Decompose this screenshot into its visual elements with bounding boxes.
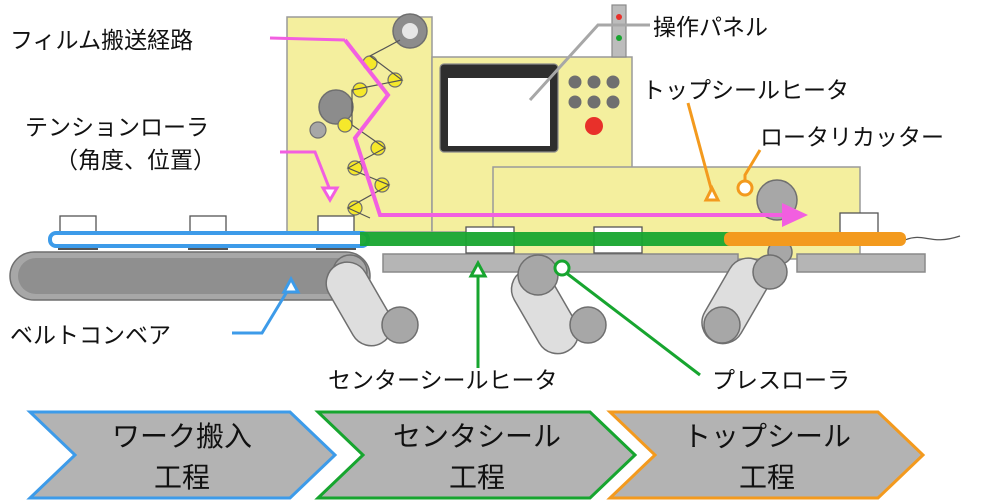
top-seal-leader xyxy=(686,102,714,193)
labels: フィルム搬送経路 テンションローラ （角度、位置） 操作パネル トップシールヒー… xyxy=(10,15,944,394)
panel-button xyxy=(587,75,601,89)
film-path-line xyxy=(343,38,790,217)
process-paths xyxy=(48,38,906,248)
callouts xyxy=(232,23,762,377)
film-supply-roll-core xyxy=(402,23,418,39)
tension-roller-small xyxy=(309,121,327,139)
panel-button xyxy=(606,75,620,89)
process-steps: ワーク搬入 工程 センタシール 工程 トップシール 工程 xyxy=(26,410,926,500)
step-label-line2: 工程 xyxy=(154,461,210,494)
label-control-panel: 操作パネル xyxy=(653,15,768,41)
label-rotary-cutter: ロータリカッター xyxy=(760,125,944,151)
film-path-arrowhead xyxy=(782,203,808,227)
signal-red-lamp xyxy=(616,14,622,20)
control-panel xyxy=(439,63,623,153)
step-label-line1: センタシール xyxy=(393,420,561,453)
label-tension-roller-note: （角度、位置） xyxy=(55,148,216,174)
film-tail xyxy=(904,235,961,241)
signal-tower xyxy=(611,4,627,58)
film-tower xyxy=(286,16,433,233)
center-seal-marker xyxy=(468,259,488,278)
process-step-work-loading: ワーク搬入 工程 xyxy=(26,410,338,500)
tension-roller-marker xyxy=(320,186,340,203)
press-roller xyxy=(517,254,559,296)
step-label-line1: トップシール xyxy=(683,420,851,453)
lower-roller xyxy=(569,306,607,344)
center-seal-path xyxy=(360,232,730,246)
process-step-top-seal: トップシール 工程 xyxy=(606,410,926,500)
label-belt-conveyor: ベルトコンベア xyxy=(10,323,171,349)
panel-button xyxy=(587,95,601,109)
lower-roller xyxy=(381,306,419,344)
tension-roller-leader xyxy=(280,150,332,191)
label-tension-roller: テンションローラ xyxy=(25,115,209,141)
panel-button xyxy=(568,75,582,89)
press-roller-leader xyxy=(564,270,701,377)
belt-conveyor-marker xyxy=(281,275,301,294)
belt-conveyor xyxy=(9,251,788,355)
belt-conveyor-leader xyxy=(232,284,293,335)
guide-roller xyxy=(352,82,368,98)
panel-screen xyxy=(448,78,550,146)
rotary-cutter-marker xyxy=(736,179,754,197)
label-press-roller: プレスローラ xyxy=(712,368,850,394)
press-roller-marker xyxy=(553,259,571,277)
guide-roller xyxy=(337,117,353,133)
step-label-line2: 工程 xyxy=(739,461,795,494)
conveyor-belt-inner xyxy=(18,258,362,294)
label-top-seal-heater: トップシールヒータ xyxy=(642,78,849,104)
top-seal-path xyxy=(724,232,906,246)
belt-path xyxy=(48,231,370,248)
top-seal-marker xyxy=(703,184,721,202)
emergency-stop-button xyxy=(585,117,603,135)
process-step-center-seal: センタシール 工程 xyxy=(314,410,638,500)
film-rollers xyxy=(309,13,428,219)
step-label-line1: ワーク搬入 xyxy=(112,420,252,453)
panel-button xyxy=(568,95,582,109)
label-film-path: フィルム搬送経路 xyxy=(10,28,193,54)
control-panel-leader xyxy=(528,23,650,102)
panel-button xyxy=(606,95,620,109)
label-center-seal-heater: センターシールヒータ xyxy=(328,368,558,394)
film-web xyxy=(346,39,404,219)
step-label-line2: 工程 xyxy=(449,461,505,494)
lower-roller xyxy=(703,306,741,344)
tension-roller xyxy=(318,89,354,125)
signal-green-lamp xyxy=(616,35,622,41)
base-plate-right xyxy=(796,253,926,273)
film-path-leader xyxy=(269,36,346,42)
lower-roller xyxy=(752,254,788,290)
lower-belt-1 xyxy=(325,261,393,347)
